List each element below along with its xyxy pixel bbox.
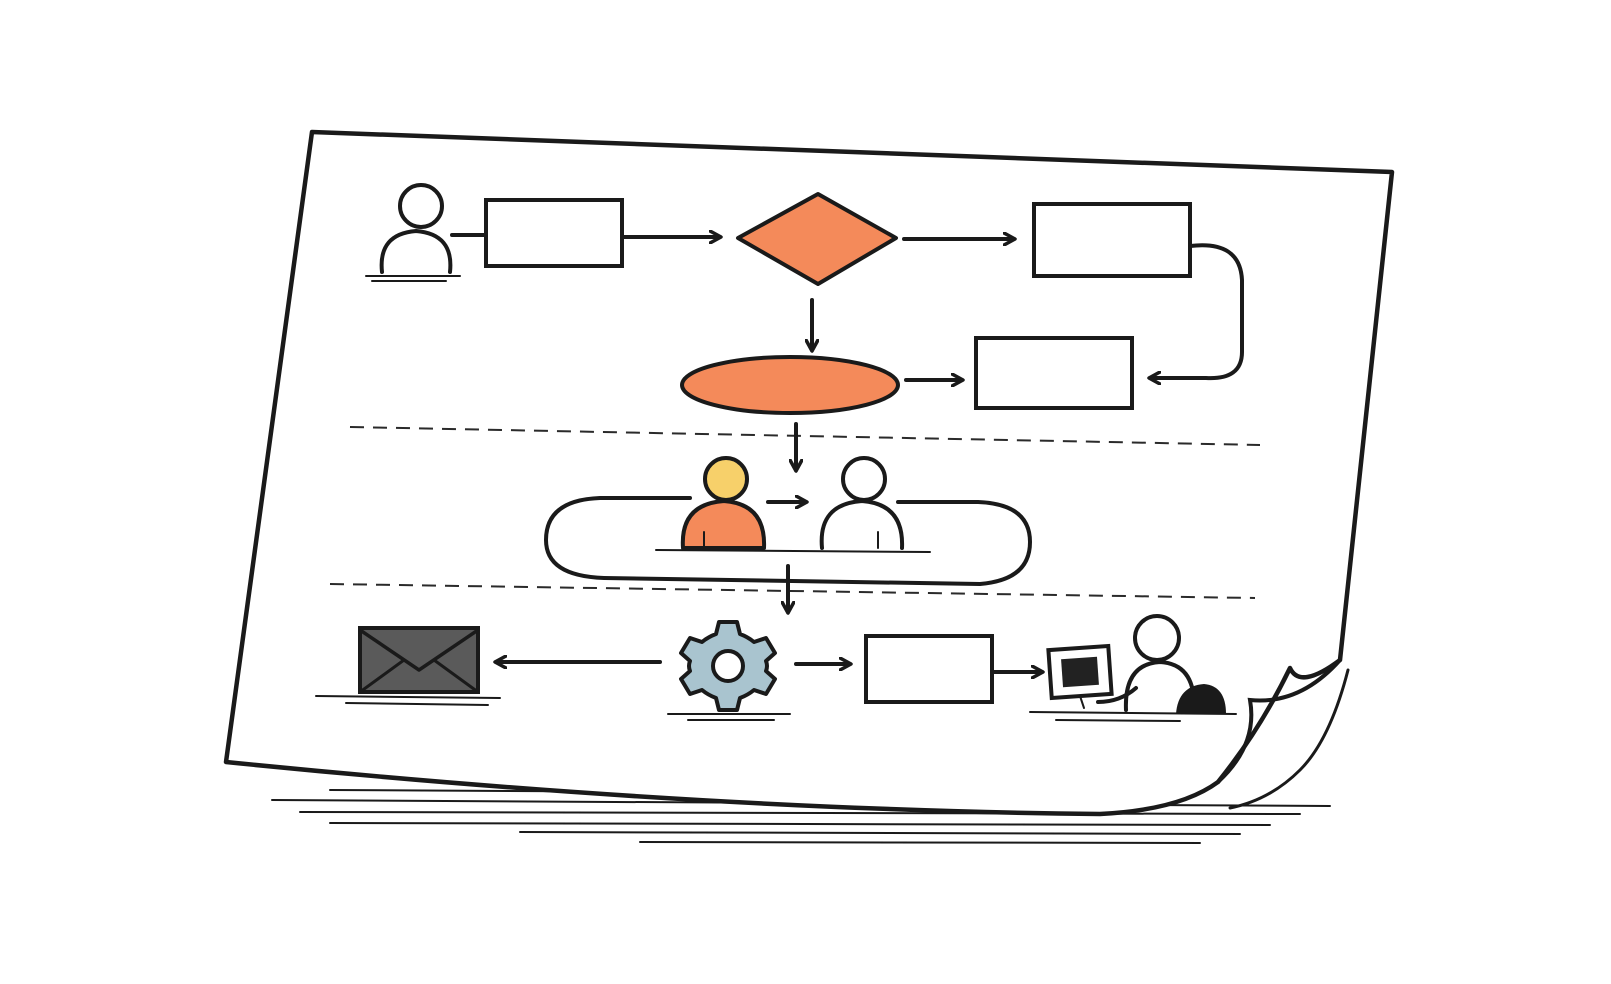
process-box-2 <box>1032 202 1192 278</box>
decision-diamond <box>736 192 898 286</box>
process-box-3 <box>974 336 1134 410</box>
lane-divider-2 <box>329 583 1256 599</box>
process-box-1 <box>484 198 624 268</box>
computer-user-icon <box>1029 614 1237 722</box>
arrow-box2-to-box3 <box>1150 243 1244 378</box>
terminal-ellipse <box>680 355 900 415</box>
start-user-icon <box>365 183 461 282</box>
handoff-user-white-icon <box>819 456 905 550</box>
process-box-4 <box>864 634 994 704</box>
envelope-icon <box>315 626 501 706</box>
lane-divider-1 <box>349 426 1261 446</box>
handoff-capsule <box>544 496 1032 586</box>
gear-icon <box>667 620 791 721</box>
paper-sheet <box>223 129 1395 817</box>
handoff-user-orange-icon <box>680 456 767 550</box>
handoff-capsule-base <box>655 549 931 553</box>
